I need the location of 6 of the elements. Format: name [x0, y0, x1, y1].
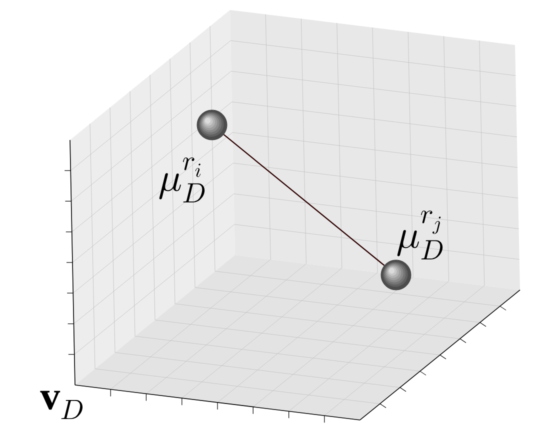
math-label: $\mu_D^{r_j}$: [397, 210, 443, 260]
math-label: $\mu_D^{r_i}$: [159, 158, 205, 202]
sphere: [380, 260, 412, 290]
connecting-line: [223, 134, 385, 266]
sphere: [196, 110, 228, 140]
axis-label: $\mathbf{v}_D$: [40, 390, 83, 420]
